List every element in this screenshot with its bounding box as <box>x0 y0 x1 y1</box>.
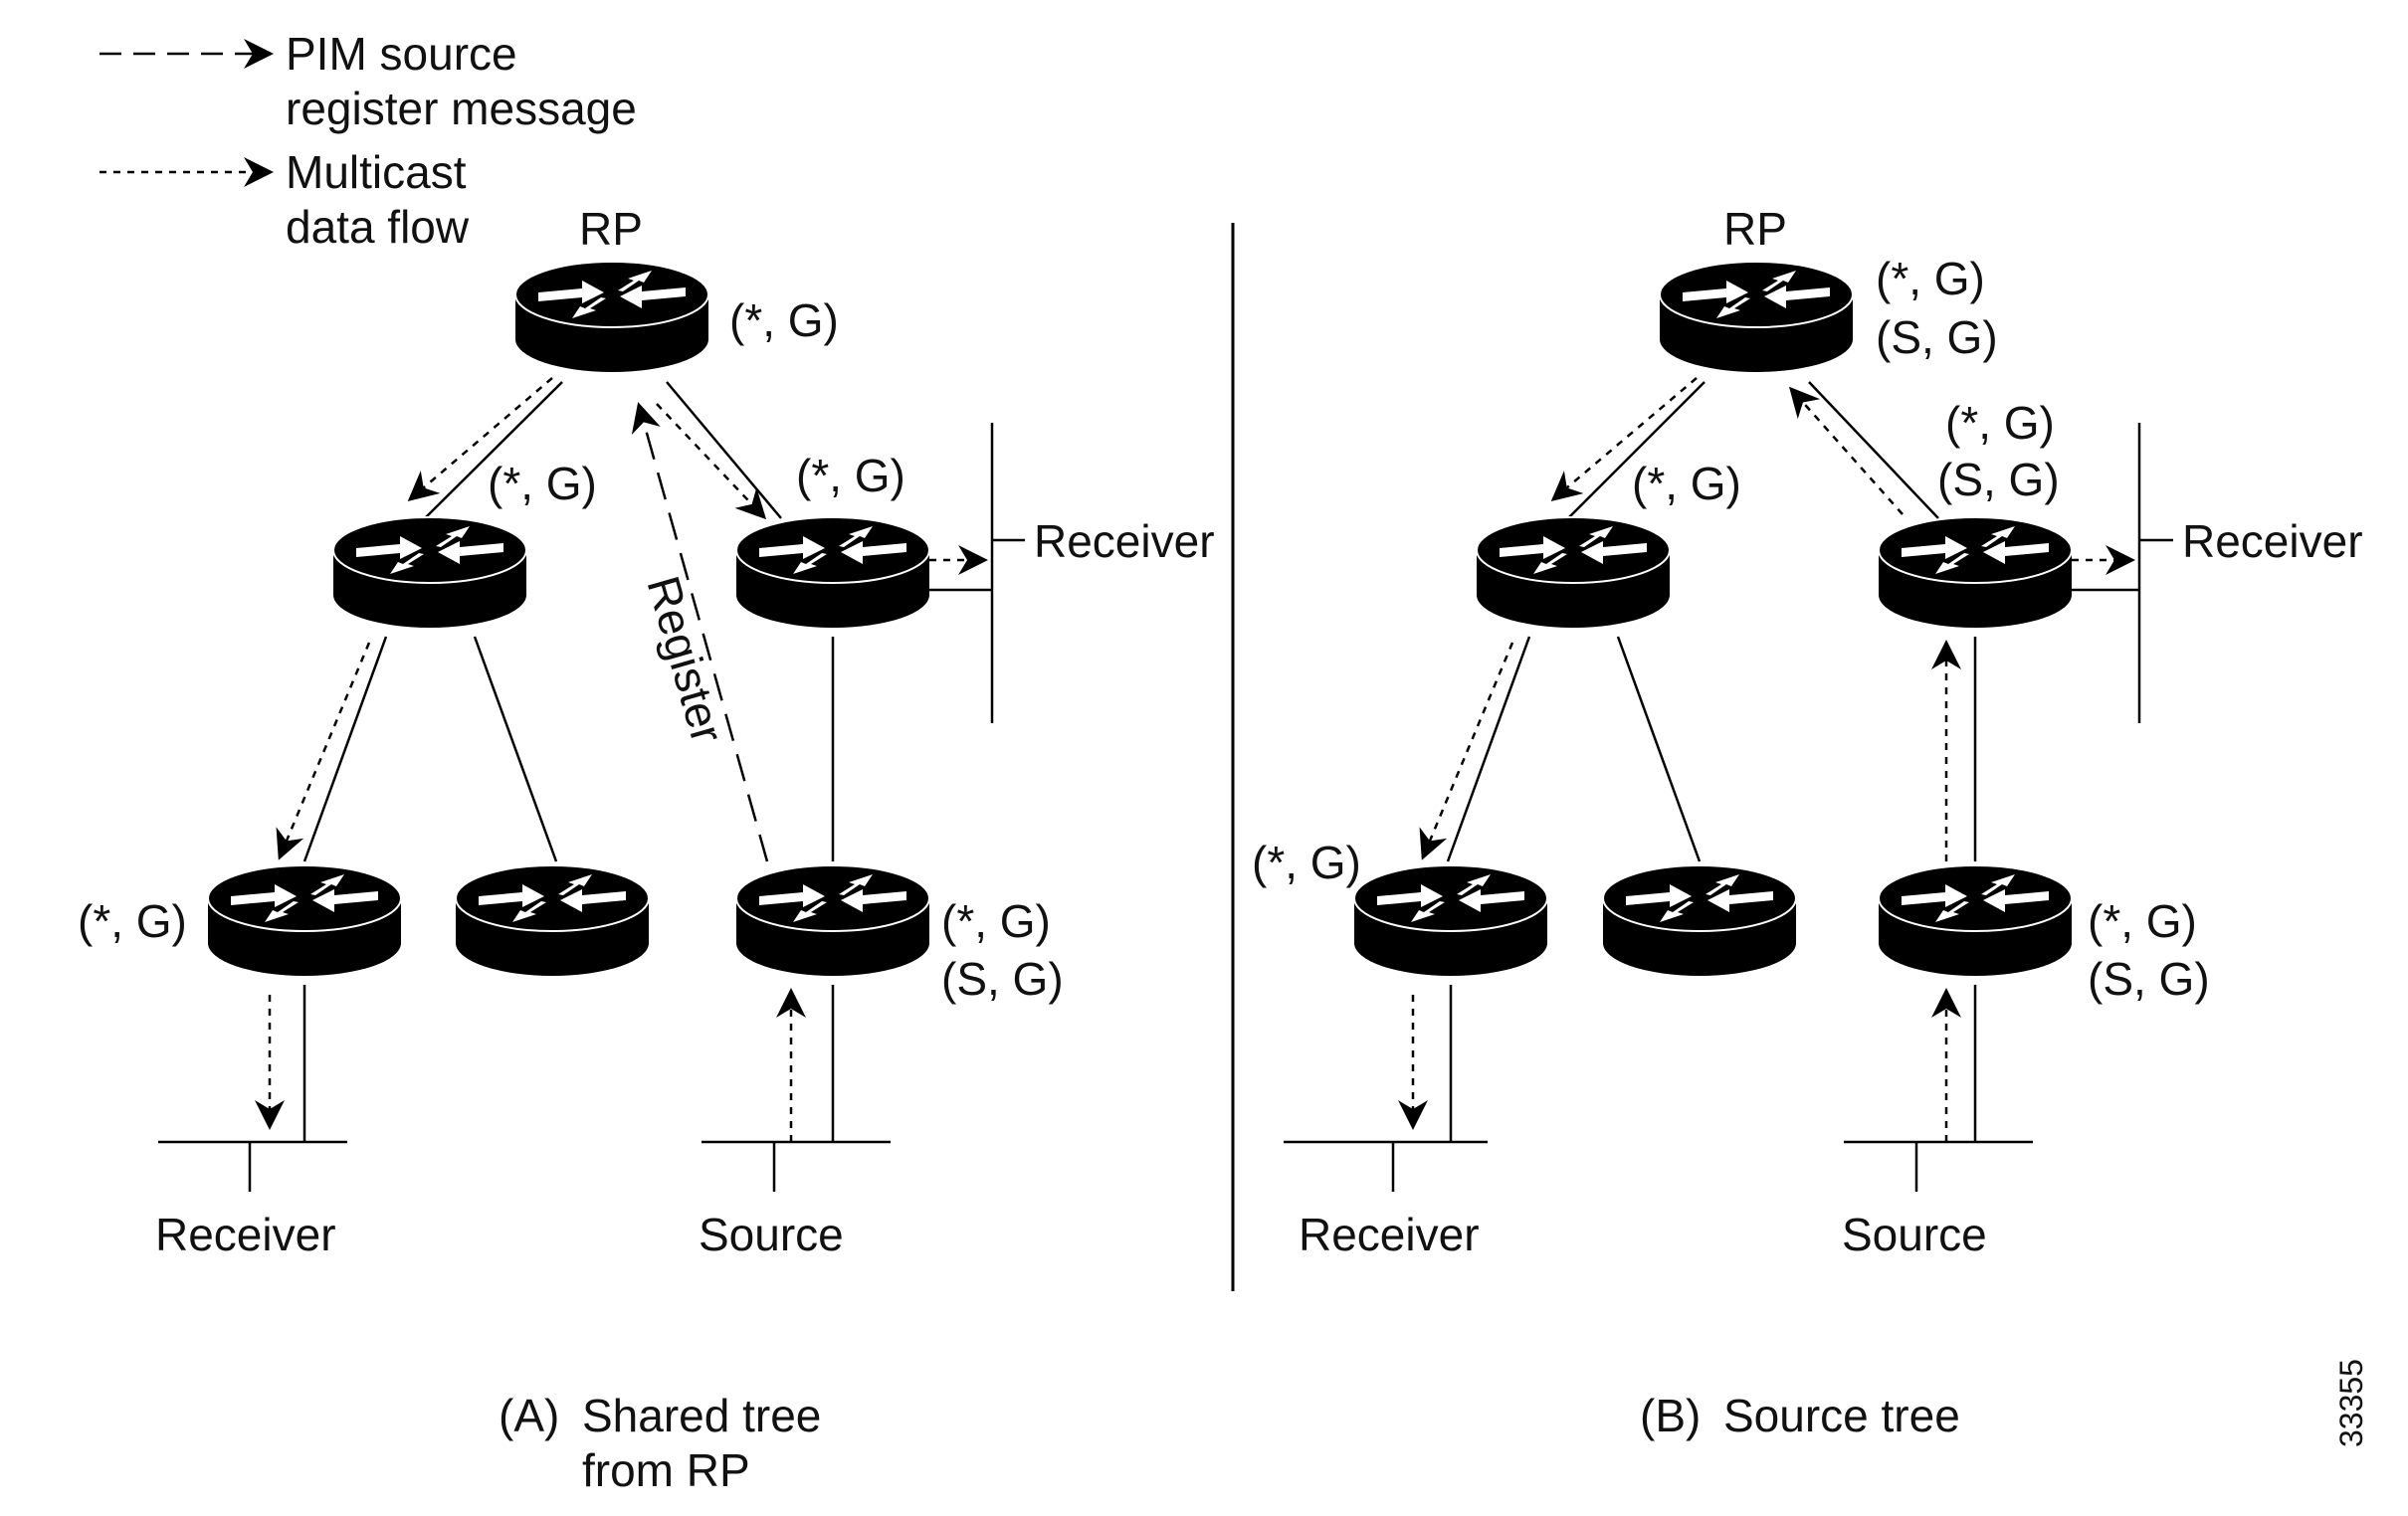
flow-b-rp-to-left <box>1550 377 1698 501</box>
a-receiver-side-label: Receiver <box>1034 515 1215 567</box>
figure-number: 33355 <box>2333 1359 2369 1447</box>
b-rp-label: RP <box>1723 203 1787 255</box>
link-rp-right <box>666 381 782 519</box>
a-source-label: Source <box>699 1209 844 1260</box>
router-b-source <box>1878 864 2073 977</box>
b-rp-state-1: (*, G) <box>1876 253 1985 304</box>
legend-register-line2: register message <box>286 83 637 134</box>
link-b-left-bottomleft <box>1446 636 1531 862</box>
router-a-right <box>735 516 930 629</box>
flow-b-right-to-rp <box>1789 386 1904 515</box>
b-bottom-left-state: (*, G) <box>1252 837 1361 888</box>
register-message-line <box>631 402 769 862</box>
flow-rp-to-left <box>407 377 553 501</box>
router-b-bottom-left <box>1353 864 1548 977</box>
a-bottom-left-state: (*, G) <box>78 895 187 947</box>
caption-a-line1: Shared tree <box>582 1390 821 1441</box>
router-a-source <box>735 864 930 977</box>
legend-data-line1: Multicast <box>286 146 467 198</box>
b-receiver-bottom-label: Receiver <box>1299 1209 1480 1260</box>
link-b-rp-left <box>1567 381 1706 519</box>
panel-a-links <box>302 381 992 1142</box>
legend: PIM source register message Multicast da… <box>100 28 637 253</box>
link-b-rp-right <box>1808 381 1939 519</box>
flow-rp-to-right <box>656 403 767 520</box>
b-source-label: Source <box>1842 1209 1987 1260</box>
link-rp-left <box>424 381 563 519</box>
b-right-router-state-1: (*, G) <box>1945 397 2055 449</box>
legend-register-line1: PIM source <box>286 28 517 80</box>
a-rp-label: RP <box>579 203 643 255</box>
link-left-bottommiddle <box>473 636 558 862</box>
router-a-bottom-left <box>207 864 402 977</box>
panel-b: RP (*, G) (S, G) (*, G) (*, G) (S, G) (*… <box>1252 203 2363 1260</box>
caption-b-letter: (B) <box>1640 1390 1701 1441</box>
panel-b-lans <box>1284 423 2173 1192</box>
a-left-router-state: (*, G) <box>488 458 597 509</box>
caption-b-line1: Source tree <box>1723 1390 1960 1441</box>
a-source-router-state-1: (*, G) <box>941 895 1051 947</box>
b-receiver-side-label: Receiver <box>2182 515 2363 567</box>
panel-b-data-flow <box>1398 377 2135 1142</box>
panel-a-data-flow <box>255 377 988 1142</box>
a-register-label: Register <box>637 570 733 748</box>
link-b-left-bottommiddle <box>1616 636 1702 862</box>
link-left-bottomleft <box>302 636 388 862</box>
panel-a: RP (*, G) (*, G) (*, G) (*, G) (*, G) (S… <box>78 203 1215 1260</box>
panel-a-lans <box>158 423 1025 1192</box>
a-rp-state: (*, G) <box>729 294 839 346</box>
router-a-bottom-middle <box>455 864 650 977</box>
flow-b-left-to-bottomleft <box>1419 642 1514 860</box>
router-b-right <box>1878 516 2073 629</box>
b-left-router-state: (*, G) <box>1632 458 1741 509</box>
b-rp-state-2: (S, G) <box>1876 311 1998 363</box>
caption-a-line2: from RP <box>582 1444 750 1496</box>
b-source-router-state-1: (*, G) <box>2088 895 2197 947</box>
a-receiver-bottom-label: Receiver <box>155 1209 336 1260</box>
legend-data-line2: data flow <box>286 201 470 253</box>
b-source-router-state-2: (S, G) <box>2088 953 2210 1005</box>
router-a-left <box>332 516 527 629</box>
router-a-rp <box>514 261 709 373</box>
router-b-bottom-middle <box>1602 864 1797 977</box>
router-b-rp <box>1659 261 1854 373</box>
a-right-router-state: (*, G) <box>796 450 905 501</box>
caption-a-letter: (A) <box>499 1390 559 1441</box>
router-b-left <box>1476 516 1671 629</box>
panel-b-links <box>1446 381 2139 1142</box>
flow-left-to-bottomleft <box>276 642 371 860</box>
a-source-router-state-2: (S, G) <box>941 953 1064 1005</box>
b-right-router-state-2: (S, G) <box>1937 454 2060 505</box>
